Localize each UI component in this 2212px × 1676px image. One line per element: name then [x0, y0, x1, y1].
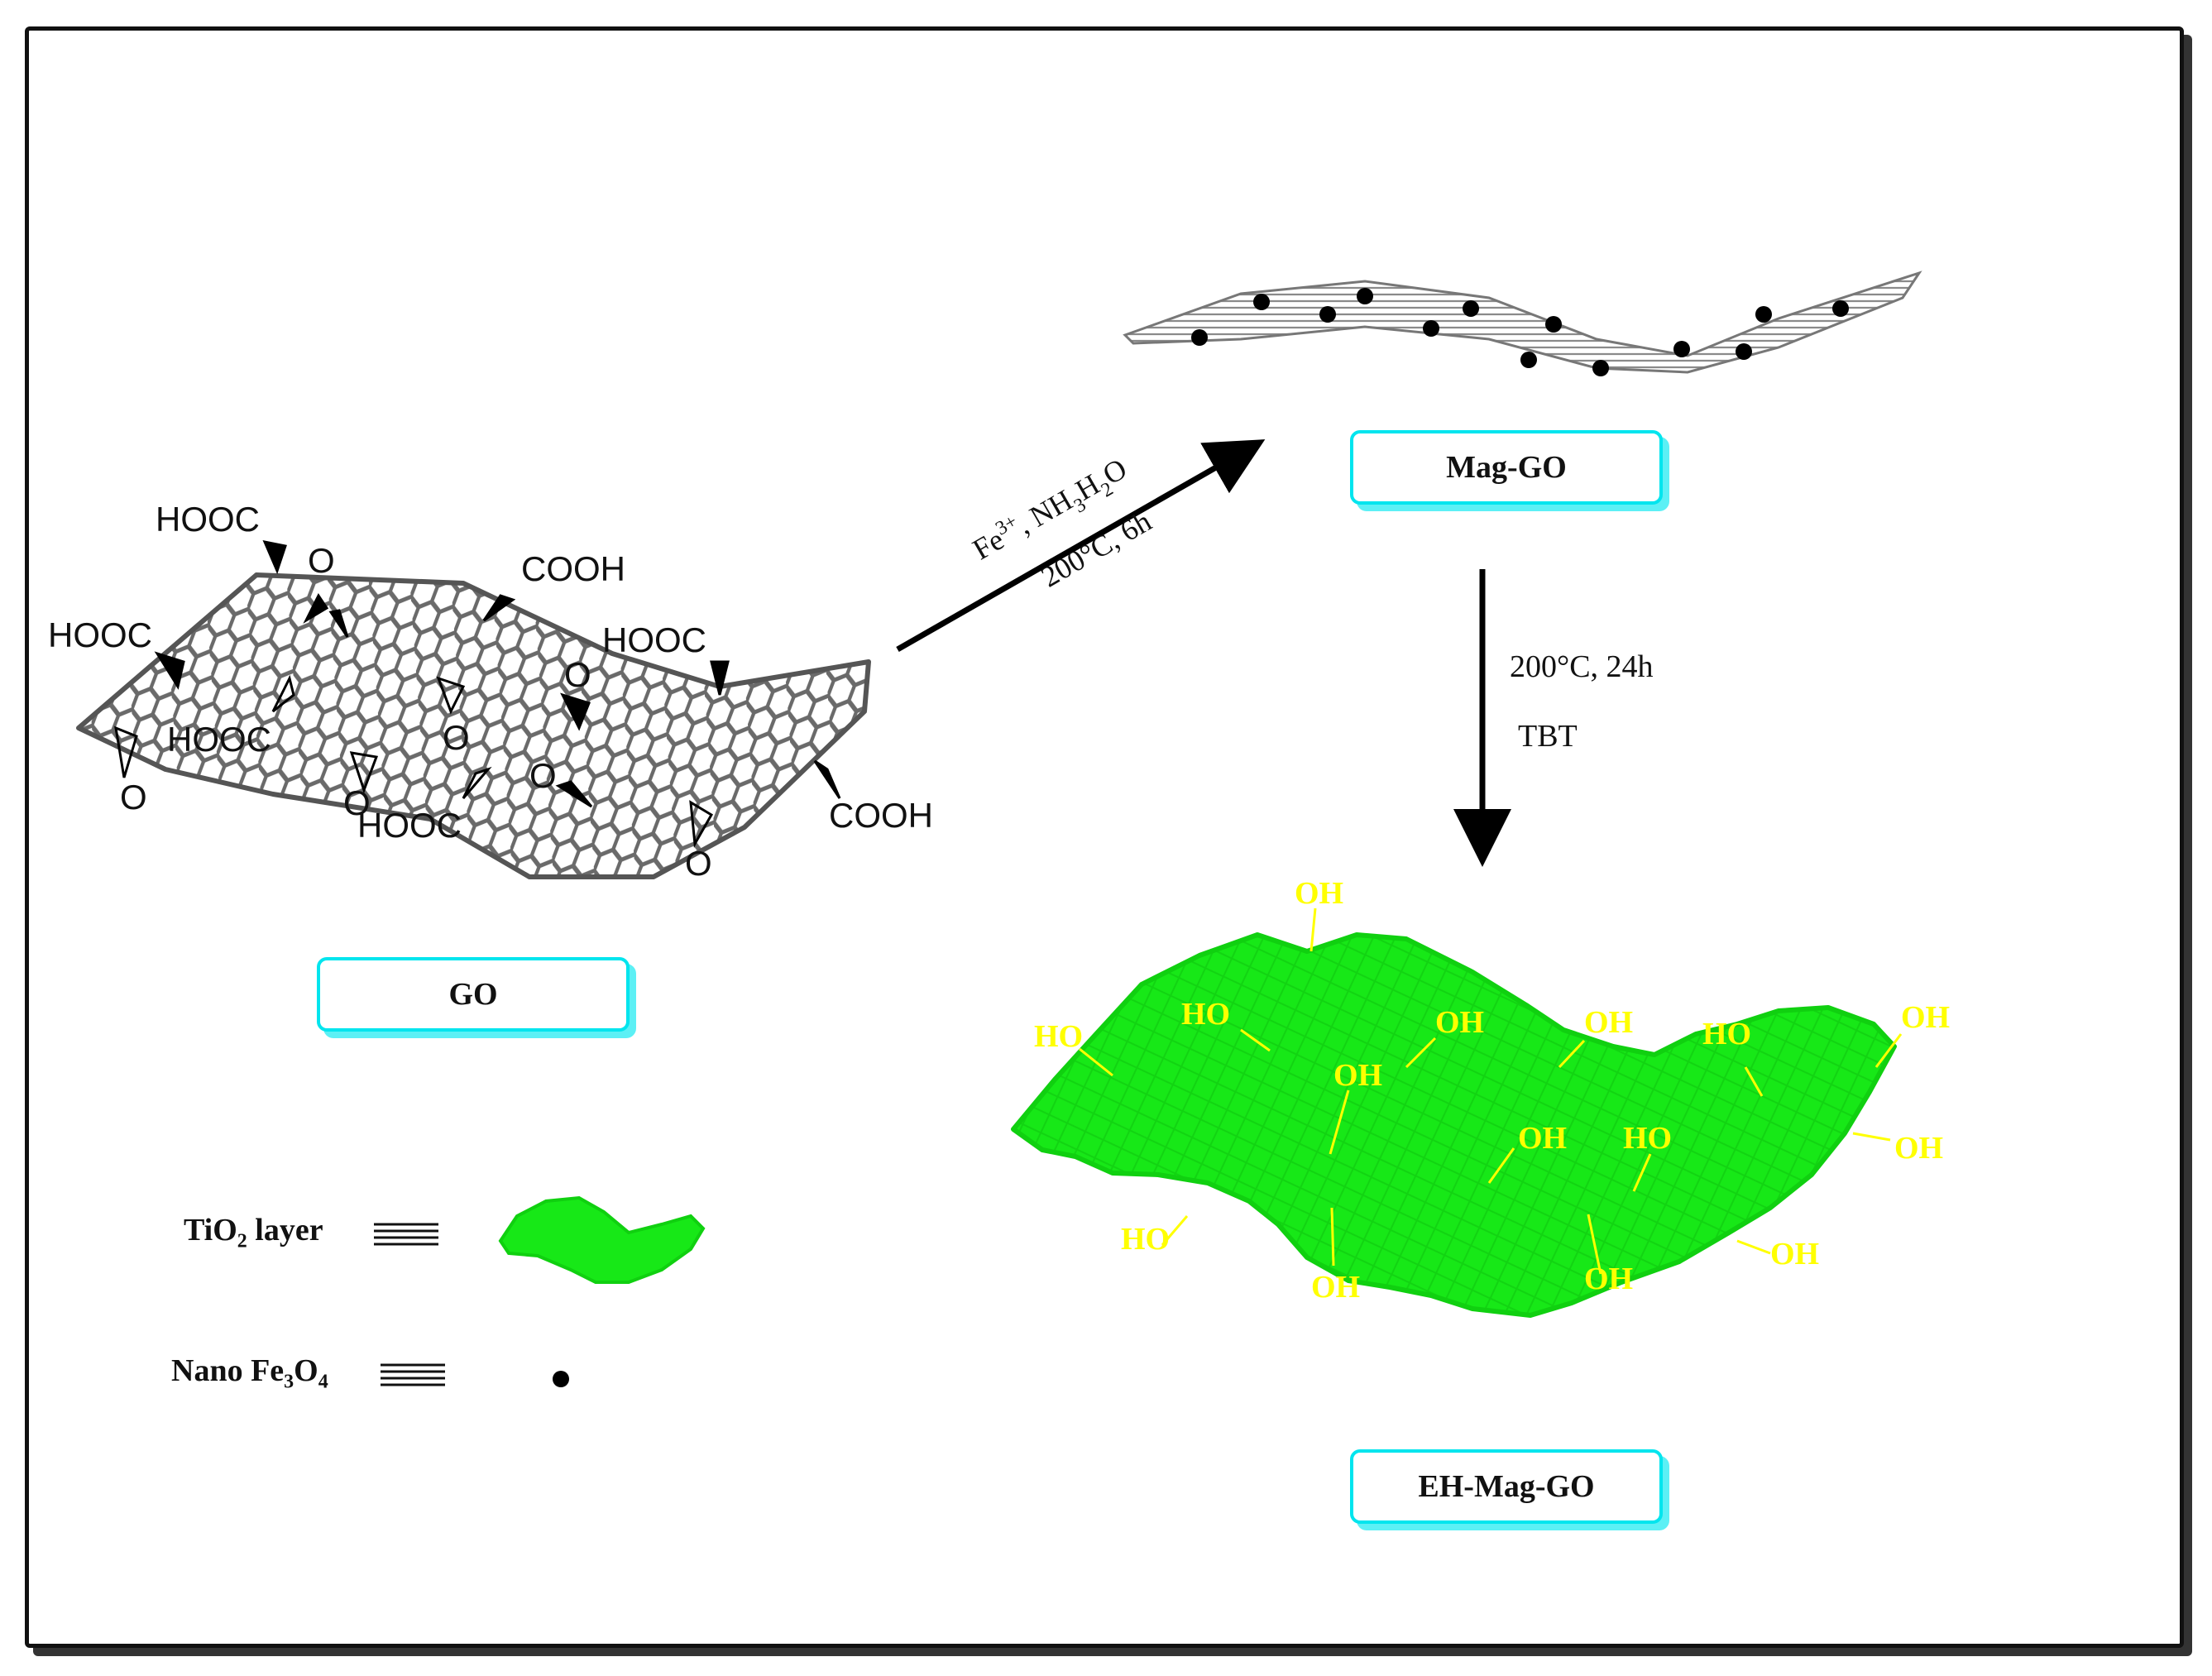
- legend-tio2-symbol: [498, 1195, 706, 1284]
- mag-go-sheet: [1123, 271, 1922, 374]
- oh-label-3: OH: [1584, 1005, 1633, 1040]
- mag-go-label-box: Mag-GO: [1350, 430, 1663, 505]
- go-hooc-1: HOOC: [156, 500, 260, 539]
- legend-tio2-lines: [374, 1223, 438, 1246]
- legend-tio2-label: TiO2 layer: [184, 1213, 323, 1252]
- oh-label-1: OH: [1295, 876, 1343, 911]
- ho-label-4: HO: [1623, 1121, 1672, 1156]
- oh-label-10: OH: [1584, 1262, 1633, 1296]
- go-epoxy-5: O: [120, 778, 147, 816]
- mag-go-label: Mag-GO: [1446, 450, 1567, 485]
- go-hooc-2: HOOC: [48, 615, 152, 654]
- oh-label-5: OH: [1333, 1058, 1382, 1093]
- oh-label-2: OH: [1435, 1005, 1484, 1040]
- go-hooc-4: HOOC: [167, 720, 271, 759]
- go-label-box: GO: [317, 957, 630, 1032]
- go-cooh-2: COOH: [829, 796, 933, 835]
- oh-label-7: OH: [1894, 1131, 1943, 1166]
- go-cooh-1: COOH: [521, 549, 625, 588]
- reaction-2-conditions: 200°C, 24h: [1510, 649, 1654, 684]
- eh-mag-go-label: EH-Mag-GO: [1418, 1469, 1595, 1504]
- go-epoxy-1: O: [308, 541, 335, 580]
- go-epoxy-7: O: [685, 844, 712, 883]
- go-sheet: [76, 572, 871, 879]
- go-epoxy-4: O: [529, 756, 557, 795]
- oh-bond-lines: [1079, 907, 1903, 1275]
- go-group-pointers: [114, 539, 841, 848]
- go-hooc-3: HOOC: [602, 620, 706, 659]
- legend-fe3o4-lines: [381, 1363, 445, 1386]
- oh-label-6: OH: [1518, 1121, 1567, 1156]
- go-epoxy-3: O: [443, 718, 470, 757]
- go-epoxy-2: O: [564, 655, 591, 694]
- ho-label-5: HO: [1121, 1222, 1170, 1257]
- eh-mag-go-sheet: [1011, 932, 1897, 1318]
- ho-label-1: HO: [1034, 1019, 1083, 1054]
- go-hooc-5: HOOC: [357, 806, 462, 845]
- go-label: GO: [448, 977, 498, 1012]
- ho-label-3: HO: [1702, 1017, 1751, 1051]
- legend-fe3o4-dot: [553, 1371, 569, 1387]
- oh-label-8: OH: [1770, 1237, 1819, 1271]
- fe3o4-nanoparticles: [1191, 288, 1849, 376]
- go-epoxy-6: O: [343, 783, 371, 822]
- eh-mag-go-label-box: EH-Mag-GO: [1350, 1449, 1663, 1524]
- legend-fe3o4-label: Nano Fe3O4: [171, 1353, 328, 1393]
- oh-label-9: OH: [1311, 1270, 1360, 1305]
- ho-label-2: HO: [1181, 997, 1230, 1032]
- reaction-arrow-1: [896, 439, 1266, 653]
- reaction-2-reagent: TBT: [1518, 719, 1578, 754]
- oh-label-4: OH: [1901, 1000, 1950, 1035]
